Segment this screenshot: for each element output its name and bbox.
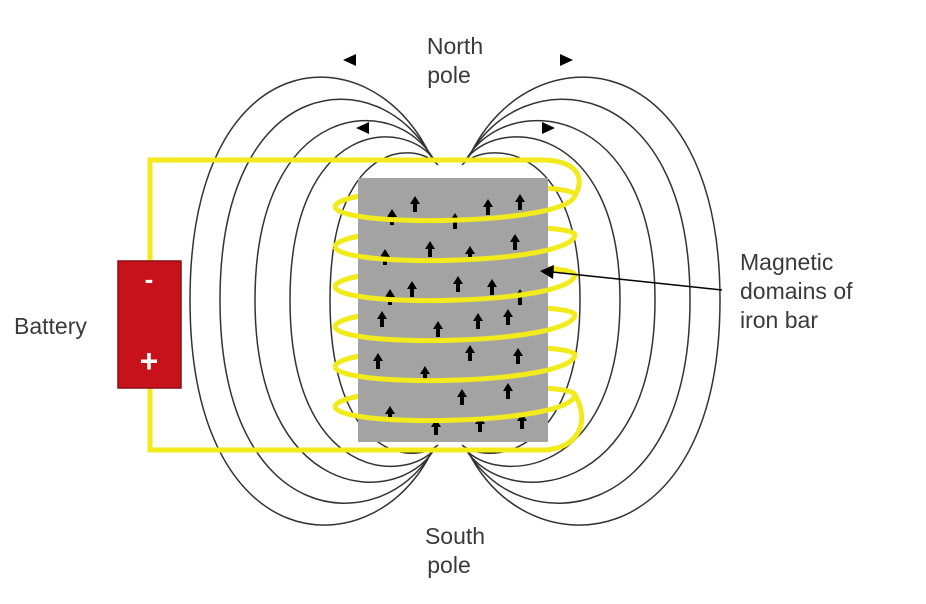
domains-pointer (540, 265, 723, 291)
pointer-arrowhead-icon (540, 265, 554, 279)
magnetic-domains-label: Magnetic domains of iron bar (740, 248, 853, 335)
north-up-domain-arrow-icon (503, 309, 513, 325)
battery-negative-symbol: - (145, 264, 154, 294)
field-line-left-2 (219, 98, 433, 504)
north-pole-label: North pole (400, 32, 510, 90)
coil-wire-top-link (544, 157, 582, 197)
north-pole-line1: North (426, 33, 484, 59)
north-up-domain-arrow-icon (510, 234, 520, 250)
field-line-right-2 (467, 98, 691, 504)
north-up-domain-arrow-icon (515, 194, 525, 210)
domains-label-line1: Magnetic (740, 249, 834, 275)
battery-label: Battery (14, 313, 87, 339)
field-line-right-1 (469, 76, 721, 526)
field-line-left-3 (254, 119, 435, 483)
north-up-domain-arrow-icon (465, 345, 475, 361)
north-up-domain-arrow-icon (513, 348, 523, 364)
north-pole-line2: pole (427, 62, 471, 88)
north-up-domain-arrow-icon (457, 389, 467, 405)
north-up-domain-arrow-icon (410, 196, 420, 212)
north-up-domain-arrow-icon (373, 353, 383, 369)
north-up-domain-arrow-icon (433, 321, 443, 337)
battery-positive-symbol: + (140, 343, 159, 379)
field-line-left-4 (289, 136, 437, 468)
north-up-domain-arrow-icon (407, 281, 417, 297)
south-pole-line1: South (424, 523, 486, 549)
field-line-left-1 (189, 76, 431, 526)
coil-front-turn (332, 273, 578, 304)
north-up-domain-arrow-icon (420, 366, 430, 382)
domains-label-line3: iron bar (740, 307, 818, 333)
north-up-domain-arrow-icon (503, 383, 513, 399)
wire-top (147, 157, 545, 262)
north-up-domain-arrow-icon (487, 279, 497, 295)
field-direction-arrow-icon (356, 122, 369, 134)
north-up-domain-arrow-icon (483, 199, 493, 215)
field-direction-arrow-icon (542, 122, 555, 134)
coil-front (332, 157, 585, 453)
field-direction-arrows (343, 54, 573, 134)
field-direction-arrow-icon (343, 54, 356, 66)
wire-bottom (147, 388, 545, 453)
south-pole-label: South pole (400, 522, 510, 580)
domains-label-line2: domains of (740, 278, 853, 304)
north-up-domain-arrow-icon (473, 313, 483, 329)
north-up-domain-arrow-icon (377, 311, 387, 327)
field-line-right-4 (463, 136, 621, 468)
north-up-domain-arrow-icon (387, 209, 397, 225)
coil-wire-bottom-link (544, 393, 585, 453)
coil-front-turn (332, 233, 578, 264)
coil-front-turn (332, 353, 578, 384)
coil-front-turn (332, 393, 578, 424)
north-up-domain-arrow-icon (465, 246, 475, 262)
north-up-domain-arrow-icon (385, 406, 395, 422)
coil-front-turn (332, 193, 578, 224)
battery-icon: - + (117, 260, 182, 389)
north-up-domain-arrow-icon (453, 276, 463, 292)
wire-circuit (147, 157, 545, 453)
north-up-domain-arrow-icon (425, 241, 435, 257)
coil-front-turn (332, 313, 578, 344)
battery-body (117, 260, 182, 389)
south-pole-line2: pole (427, 552, 471, 578)
field-direction-arrow-icon (560, 54, 573, 66)
field-line-right-3 (465, 119, 656, 483)
pointer-line (551, 271, 723, 291)
